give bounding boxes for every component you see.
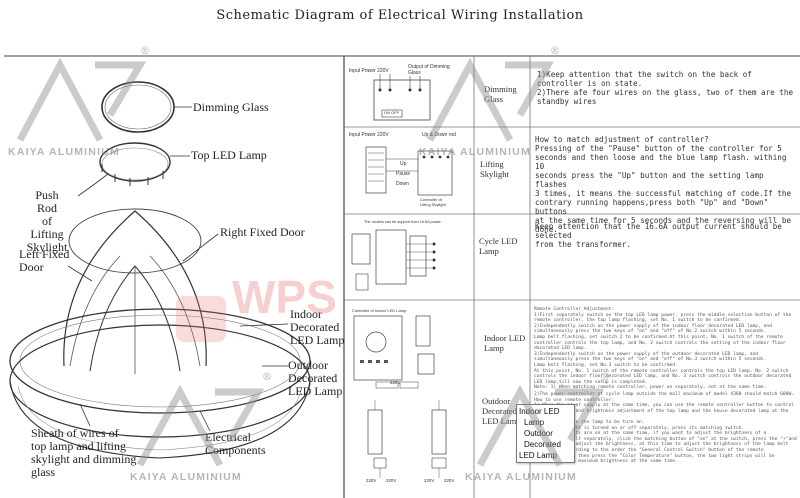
label-dimming-glass: Dimming Glass (193, 100, 269, 114)
page-title: Schematic Diagram of Electrical Wiring I… (216, 8, 584, 23)
desc-indoor-led: Remote Controller Adjustment:1)First sep… (534, 307, 792, 391)
reg-mark-4: ® (600, 372, 610, 383)
label-top-led-lamp: Top LED Lamp (191, 148, 267, 162)
diagram-led-controllers: Controller of Indoor LED Lamp 220V 220V … (352, 308, 455, 483)
diagram-lifting-skylight: Input Power 220V Up & Down rod Up Pause … (349, 132, 456, 207)
reg-mark-2: ® (550, 46, 560, 57)
desc-lifting-skylight: How to match adjustment of controller?Pr… (535, 135, 792, 234)
watermark-wps: WPS (232, 271, 337, 323)
watermark-brand-3: KAIYA ALUMINIUM (130, 471, 242, 483)
watermark-brand-2: KAIYA ALUMINIUM (419, 146, 531, 158)
label-right-fixed-door: Right Fixed Door (220, 225, 305, 239)
dimming-glass-ring (101, 81, 175, 133)
watermark-brand-1: KAIYA ALUMINIUM (8, 146, 120, 158)
watermark-brand-4: KAIYA ALUMINIUM (465, 471, 577, 483)
reg-mark-3: ® (262, 372, 272, 383)
skylight-illustration (9, 81, 311, 459)
desc-outdoor-led: 2)The power controller of cycle lamp out… (534, 392, 797, 465)
top-led-ring (99, 142, 171, 182)
desc-cycle-led: Keep attention that the 16.6A output cur… (535, 222, 782, 249)
desc-dimming-glass: 1)Keep attention that the switch on the … (537, 70, 794, 106)
diagram-cycle-led: The models can be support from 16.6A pow… (346, 216, 472, 298)
reg-mark-1: ® (140, 46, 150, 57)
